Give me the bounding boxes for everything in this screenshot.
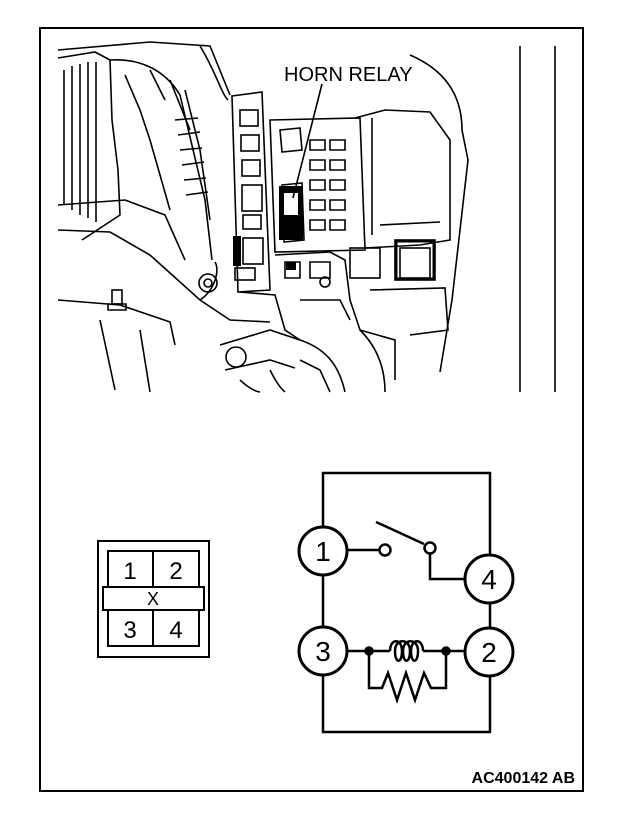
figure-frame (39, 27, 584, 792)
connector-key-mark: X (147, 589, 159, 609)
relay-terminal-1 (297, 525, 349, 577)
callout-leader (292, 83, 323, 199)
connector-pin-3: 3 (123, 617, 136, 644)
connector-pin-4: 4 (169, 617, 182, 644)
relay-terminal-4 (463, 553, 515, 605)
relay-terminal-label-4: 4 (481, 564, 497, 595)
connector-face-view (97, 540, 210, 658)
engine-bay-illustration (57, 41, 556, 393)
connector-pin-1: 1 (123, 558, 136, 585)
relay-terminal-label-3: 3 (315, 636, 331, 667)
relay-terminal-label-1: 1 (315, 536, 331, 567)
horn-relay-part (279, 186, 303, 240)
relay-terminal-2 (463, 626, 515, 678)
figure-code: AC400142 AB (472, 770, 575, 787)
relay-terminal-3 (297, 625, 349, 677)
black-relay-blocks (233, 236, 436, 281)
relay-terminal-label-2: 2 (481, 637, 497, 668)
relay-circuit (321, 471, 492, 734)
callout-label: HORN RELAY (284, 64, 413, 86)
connector-pin-2: 2 (169, 558, 182, 585)
